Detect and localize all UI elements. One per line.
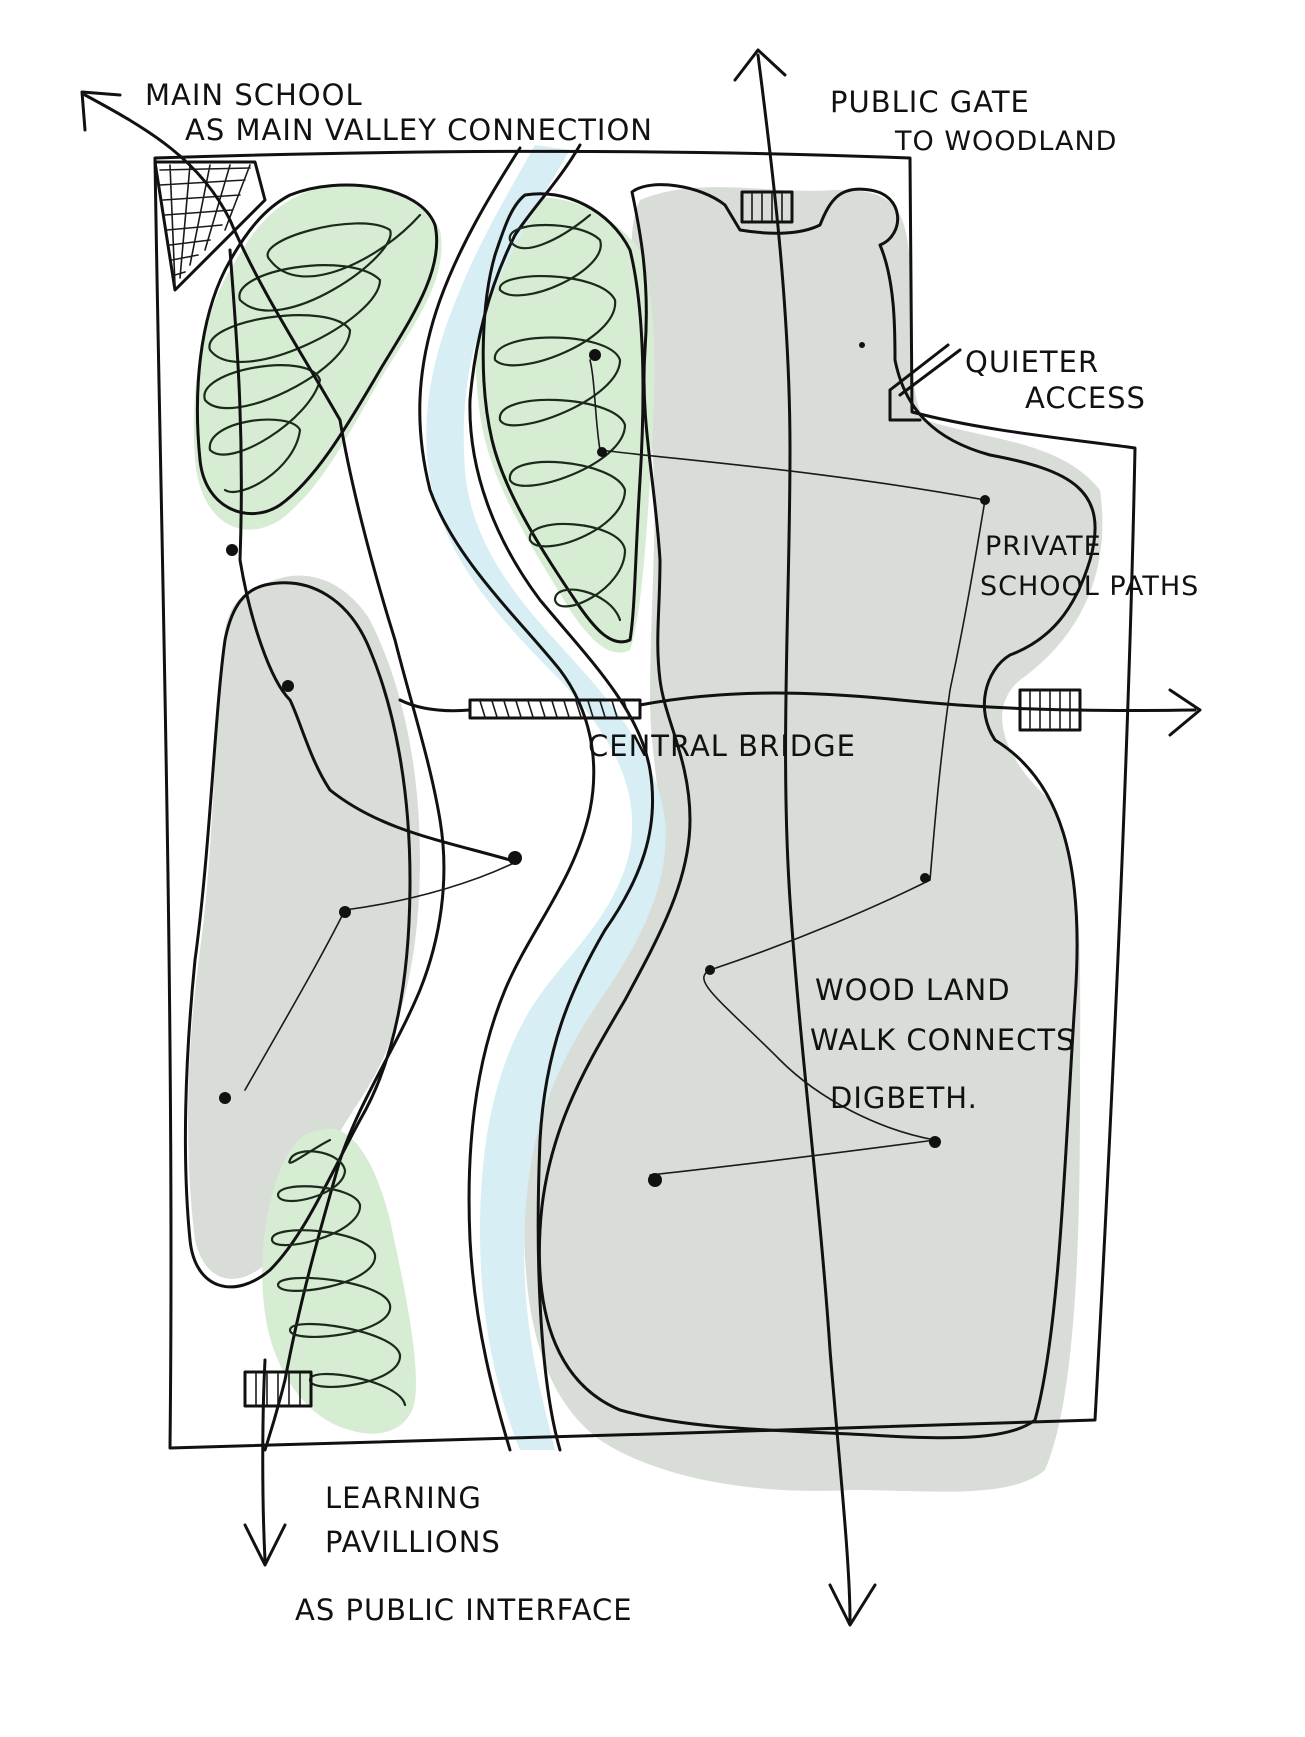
main-school-arrowhead bbox=[80, 90, 122, 132]
path-nodes bbox=[219, 342, 990, 1187]
green-central-scribble bbox=[493, 213, 627, 622]
label-public-gate: PUBLIC GATE bbox=[830, 85, 1030, 119]
label-walk-connects: WALK CONNECTS bbox=[810, 1023, 1075, 1057]
north-arrowhead bbox=[733, 48, 787, 82]
quieter-access-arrow bbox=[888, 343, 962, 422]
central-bridge-hatch bbox=[479, 700, 630, 718]
east-arrowhead bbox=[1168, 688, 1202, 737]
node bbox=[980, 495, 990, 505]
node bbox=[929, 1136, 941, 1148]
south-gate bbox=[243, 1370, 313, 1408]
node bbox=[219, 1092, 231, 1104]
label-main-valley-connection: AS MAIN VALLEY CONNECTION bbox=[185, 113, 653, 147]
label-access: ACCESS bbox=[1025, 381, 1146, 415]
west-learning-zone bbox=[188, 575, 420, 1279]
east-west-route bbox=[398, 691, 1197, 713]
main-school-hatch-fill bbox=[159, 164, 251, 286]
east-woodland-zone bbox=[524, 187, 1103, 1492]
green-zone-central bbox=[475, 197, 655, 653]
node bbox=[339, 906, 351, 918]
private-school-path bbox=[589, 359, 986, 1176]
label-learning: LEARNING bbox=[325, 1481, 482, 1515]
label-main-school: MAIN SCHOOL bbox=[145, 78, 363, 112]
node bbox=[508, 851, 522, 865]
label-public-interface: AS PUBLIC INTERFACE bbox=[295, 1593, 633, 1627]
node bbox=[859, 342, 865, 348]
west-learning-outline bbox=[183, 581, 412, 1289]
river-west-bank bbox=[418, 146, 596, 1452]
green-central-outline bbox=[481, 192, 645, 644]
river-east-bank bbox=[468, 143, 654, 1452]
south-gate-bars bbox=[255, 1373, 301, 1405]
node bbox=[589, 349, 601, 361]
site-boundary bbox=[153, 149, 1137, 1450]
label-central-bridge: CENTRAL BRIDGE bbox=[588, 729, 856, 763]
label-woodland: WOOD LAND bbox=[815, 973, 1011, 1007]
label-school-paths: SCHOOL PATHS bbox=[980, 571, 1199, 602]
node bbox=[705, 965, 715, 975]
north-south-woodland-walk bbox=[756, 53, 852, 1622]
main-school-hatch bbox=[153, 160, 267, 292]
south-arrowhead bbox=[243, 1523, 287, 1567]
node bbox=[648, 1173, 662, 1187]
south-arrowhead-east bbox=[828, 1583, 877, 1627]
label-digbeth: DIGBETH. bbox=[830, 1081, 978, 1115]
label-pavillions: PAVILLIONS bbox=[325, 1525, 501, 1559]
label-quieter: QUIETER bbox=[965, 345, 1099, 379]
public-gate-north bbox=[740, 190, 794, 224]
east-woodland-outline bbox=[537, 183, 1097, 1440]
node bbox=[282, 680, 294, 692]
public-gate-north-bars bbox=[751, 193, 783, 221]
node bbox=[226, 544, 238, 556]
label-private: PRIVATE bbox=[985, 531, 1102, 562]
south-route bbox=[261, 1358, 267, 1562]
node bbox=[920, 873, 930, 883]
main-school-arrow-line bbox=[83, 93, 342, 422]
learning-pavilion-route bbox=[228, 248, 512, 862]
green-south-scribble bbox=[270, 1138, 407, 1407]
node bbox=[597, 447, 607, 457]
green-northwest-outline bbox=[195, 183, 439, 515]
green-northwest-scribble bbox=[203, 213, 422, 493]
label-to-woodland: TO WOODLAND bbox=[894, 126, 1117, 157]
